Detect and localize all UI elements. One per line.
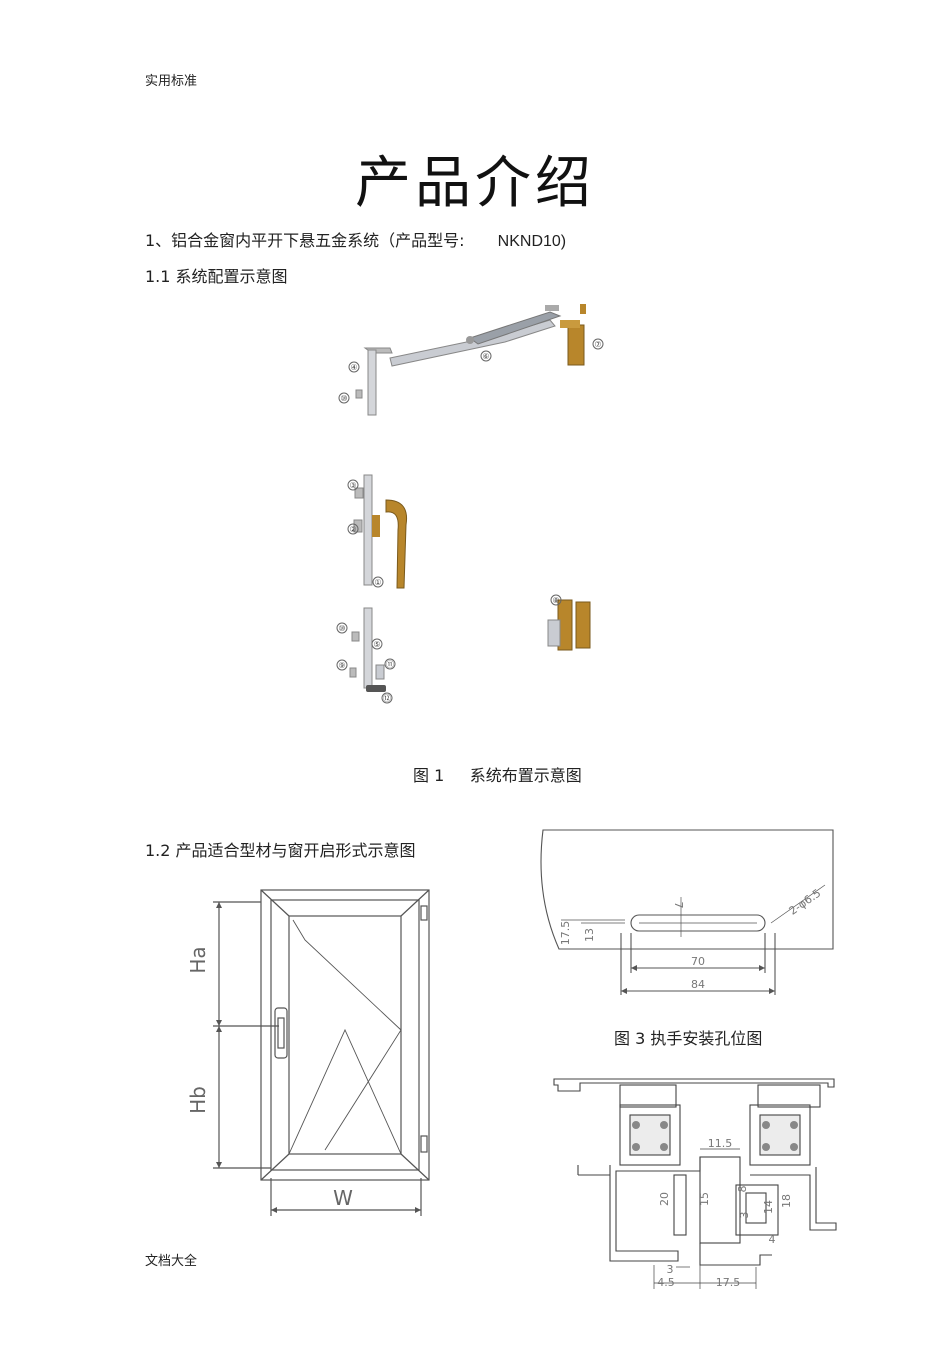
window-opening-diagram: Ha Hb W: [186, 889, 430, 1216]
top-hinge-part: [560, 304, 586, 366]
callout-1: ①: [374, 578, 381, 587]
callout-10a: ⑩: [340, 394, 347, 403]
stay-arm-part: [389, 305, 562, 367]
section-1-1-heading: 1.1 系统配置示意图: [145, 267, 288, 286]
bottom-hinge-part: [547, 599, 591, 651]
dim-3a: 3: [738, 1212, 751, 1219]
dim-3b: 3: [667, 1263, 674, 1276]
corner-drive-part: [355, 347, 393, 416]
dim-15: 15: [698, 1192, 711, 1206]
handle-part: [353, 474, 408, 589]
page-header: 实用标准: [145, 74, 198, 89]
dim-4-5: 4.5: [657, 1276, 675, 1289]
callout-5: ⑤: [373, 640, 380, 649]
dim-84: 84: [691, 978, 705, 991]
callout-10b: ⑩: [338, 624, 345, 633]
dim-17-5b: 17.5: [716, 1276, 741, 1289]
page-title: 产品介绍: [355, 151, 595, 216]
figure-3-caption: 图 3 执手安装孔位图: [614, 1029, 763, 1048]
dim-18: 18: [780, 1194, 793, 1208]
handle-hole-diagram: 7 2-φ6.5 17.5 13 70 84: [540, 829, 834, 995]
dim-70: 70: [691, 955, 705, 968]
callout-11: ⑪: [386, 660, 394, 669]
height-b-label: Hb: [186, 1086, 210, 1114]
callout-9: ⑨: [338, 661, 345, 670]
model-number: NKND10): [497, 233, 567, 250]
callout-6: ⑥: [482, 352, 489, 361]
section-1-2-heading: 1.2 产品适合型材与窗开启形式示意图: [145, 841, 416, 860]
width-label: W: [333, 1186, 353, 1210]
dim-13: 13: [583, 928, 596, 942]
lower-lock-part: [349, 607, 386, 692]
dim-7: 7: [672, 902, 685, 909]
figure-1-caption: 图 1 系统布置示意图: [413, 766, 582, 785]
dim-8: 8: [736, 1186, 749, 1193]
dim-14: 14: [762, 1200, 775, 1214]
callout-12: ⑫: [383, 694, 391, 703]
hardware-system-figure: ④ ⑩ ⑥ ⑦ ③ ② ① ⑧ ⑩ ⑤ ⑨ ⑪ ⑫: [336, 304, 604, 704]
section-1-heading: 1、铝合金窗内平开下悬五金系统（产品型号: NKND10): [145, 227, 566, 251]
callout-3: ③: [349, 481, 356, 490]
callout-2: ②: [349, 525, 356, 534]
page-footer: 文档大全: [145, 1254, 198, 1269]
dim-hole-diameter: 2-φ6.5: [787, 887, 824, 918]
dim-20: 20: [658, 1192, 671, 1206]
dim-11-5: 11.5: [708, 1137, 733, 1150]
height-a-label: Ha: [186, 946, 210, 973]
dim-17-5: 17.5: [559, 921, 572, 946]
callout-7: ⑦: [594, 340, 601, 349]
profile-section-diagram: 11.5 20 15 8 3 14 18 4 3 4.5 17.5: [553, 1078, 837, 1289]
callout-8: ⑧: [552, 596, 559, 605]
dim-4: 4: [769, 1233, 776, 1246]
callout-4: ④: [350, 363, 357, 372]
section-1-heading-text: 1、铝合金窗内平开下悬五金系统（产品型号:: [145, 231, 465, 250]
